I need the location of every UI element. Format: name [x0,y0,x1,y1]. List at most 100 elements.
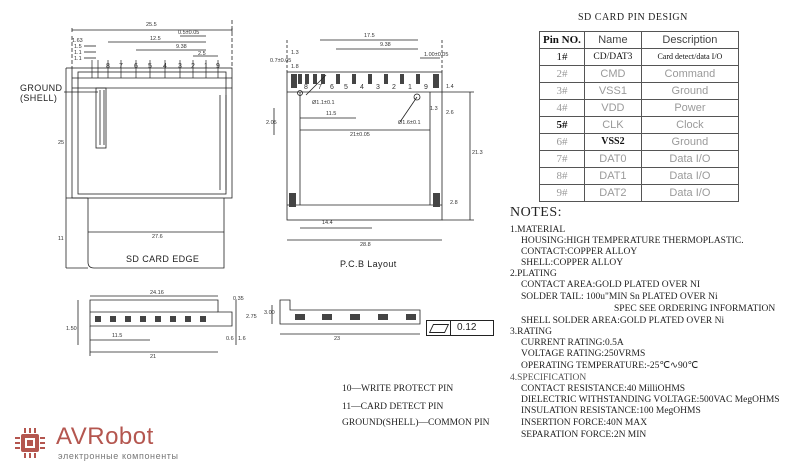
dim-pcb-hole2: Ø1.6±0.1 [398,120,421,126]
pin-number: 1# [539,48,585,66]
note-line: HOUSING:HIGH TEMPERATURE THERMOPLASTIC. [521,236,744,246]
dim-top-height: 25 [58,140,65,146]
pin-name: DAT0 [583,150,642,168]
dim-pcb-l2: 0.7±0.05 [270,58,292,64]
pin-name: VDD [583,99,642,117]
pin-number: 7# [539,150,585,168]
pin-name: VSS1 [583,82,642,100]
dim-top-d2: 1.5 [74,44,82,50]
note-line: 4.SPECIFICATION [510,373,587,383]
pin-row: 9# DAT2 Data I/O [539,184,739,202]
dim-top-p3: 2.5 [198,51,206,57]
logo-name: AVRobot [56,423,154,450]
front-pin-2: 2 [191,63,195,70]
pin-description: Card detect/data I/O [640,48,739,66]
dim-pcb-r1: 2.6 [446,110,454,116]
pcb-pin-9: 9 [424,84,428,91]
pin-row: 2# CMD Command [539,65,739,83]
note-line: DIELECTRIC WITHSTANDING VOLTAGE:500VAC M… [521,395,780,405]
note-line: 1.MATERIAL [510,225,566,235]
dim-pcb-w3: 1.00±0.05 [424,52,449,58]
pin-description: Data I/O [640,150,739,168]
write-protect-note: 10—WRITE PROTECT PIN [342,384,454,394]
pin-table-header: Pin NO. Name Description [539,31,739,49]
dim-top-d4: 1.1 [74,56,82,62]
pin-row: 3# VSS1 Ground [539,82,739,100]
ground-label: GROUND (SHELL) [20,83,62,103]
dim-top-p1: 12.5 [150,36,161,42]
header-pin-no: Pin NO. [539,31,585,49]
dim-side-r3: 23 [334,336,341,342]
pin-name: VSS2 [583,133,642,151]
pin-name: CD/DAT3 [583,48,642,66]
pin-number: 3# [539,82,585,100]
pcb-pin-3: 3 [376,84,380,91]
pin-name: CLK [583,116,642,134]
pin-number: 2# [539,65,585,83]
tolerance-divider [450,321,451,335]
pin-description: Ground [640,133,739,151]
pin-description: Ground [640,82,739,100]
card-edge-label: SD CARD EDGE [126,254,200,264]
pcb-layout-label: P.C.B Layout [340,259,397,269]
dim-top-d1: 1.63 [72,38,83,44]
dim-pcb-r3: 21.3 [472,150,483,156]
pin-name: CMD [583,65,642,83]
flatness-icon [428,324,450,333]
front-pin-4: 4 [163,63,167,70]
pin-number: 4# [539,99,585,117]
header-description: Description [640,31,739,49]
pcb-pin-1: 1 [408,84,412,91]
dim-top-p4: 0.5±0.05 [178,30,200,36]
dim-top-p2: 9.38 [176,44,187,50]
dim-pcb-hole1: Ø1.1±0.1 [312,100,335,106]
dim-side-r1: 2.75 [246,314,257,320]
dim-side-w1: 24.16 [150,290,164,296]
dim-pcb-w1: 17.5 [364,33,375,39]
side-view [77,295,237,356]
pcb-pin-6: 6 [330,84,334,91]
ground-label-line2: (SHELL) [20,93,58,103]
pin-number: 9# [539,184,585,202]
pin-description: Command [640,65,739,83]
pin-description: Clock [640,116,739,134]
top-view [64,20,233,269]
pcb-pin-7: 7 [318,84,322,91]
pin-description: Data I/O [640,184,739,202]
note-line: INSULATION RESISTANCE:100 MegOHMS [521,406,701,416]
front-pin-8: 8 [106,63,110,70]
pin-description: Power [640,99,739,117]
note-line: 2.PLATING [510,269,557,279]
dim-side-h2: 1.50 [66,326,77,332]
dim-side-w3: 21 [150,354,157,360]
pin-description: Data I/O [640,167,739,185]
front-pin-6: 6 [134,63,138,70]
front-pin-1: 1 [204,63,208,70]
dim-side-r2: 3.00 [264,310,275,316]
dim-side-h1: 0.35 [233,296,244,302]
dim-pcb-h1: 2.05 [266,120,277,126]
common-pin-note: GROUND(SHELL)—COMMON PIN [342,418,490,428]
logo-subtitle: электронные компоненты [58,451,179,461]
front-pin-7: 7 [119,63,123,70]
pcb-layout-view [273,39,474,241]
note-line: CURRENT RATING:0.5A [521,338,624,348]
note-line: CONTACT AREA:GOLD PLATED OVER NI [521,280,701,290]
dim-top-width: 25.5 [146,22,157,28]
note-line: SHELL SOLDER AREA:GOLD PLATED OVER Ni [521,316,725,326]
pin-row: 1# CD/DAT3 Card detect/data I/O [539,48,739,66]
pin-name: DAT2 [583,184,642,202]
dim-pcb-r2: 1.4 [446,84,454,90]
dim-pcb-b2: 2.8 [450,200,458,206]
side-view-right [271,299,421,335]
front-pin-5: 5 [148,63,152,70]
dim-pcb-h2: 11.5 [326,111,337,117]
dim-side-h3: 0.6 [226,336,234,342]
dim-side-w2: 11.5 [112,333,123,339]
flatness-tolerance-box: 0.12 [426,320,494,336]
pin-table-title: SD CARD PIN DESIGN [578,12,688,23]
pcb-pin-4: 4 [360,84,364,91]
chip-logo-icon [15,428,45,458]
note-line: SPEC SEE ORDERING INFORMATION [614,304,776,314]
